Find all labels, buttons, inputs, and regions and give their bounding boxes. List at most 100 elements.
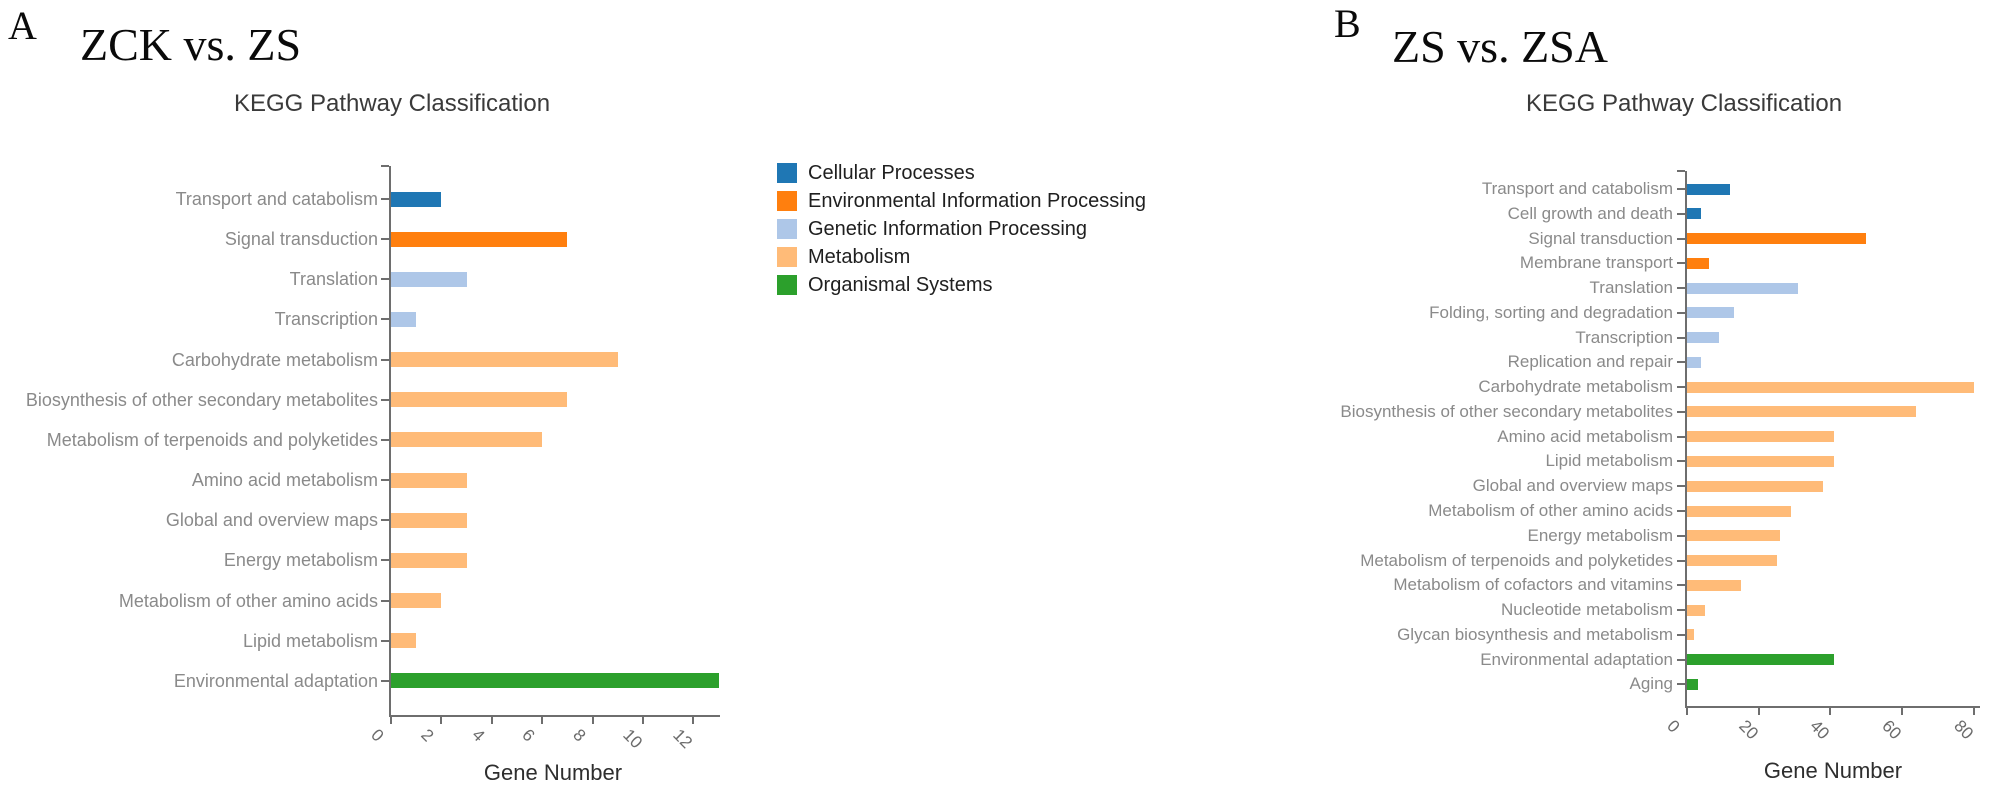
category-label: Aging bbox=[1629, 674, 1673, 694]
bar bbox=[1687, 604, 1705, 616]
category-tick bbox=[1677, 361, 1685, 364]
bar bbox=[391, 633, 417, 649]
x-tick-label: 20 bbox=[1734, 716, 1762, 744]
legend-swatch bbox=[777, 275, 797, 295]
legend-item: Organismal Systems bbox=[777, 275, 1146, 295]
x-axis-tick bbox=[440, 717, 443, 724]
bar bbox=[391, 392, 568, 408]
panel-a-x-axis-label: Gene Number bbox=[483, 760, 623, 785]
x-tick-label: 60 bbox=[1878, 716, 1906, 744]
legend-label: Organismal Systems bbox=[808, 274, 993, 296]
category-label: Replication and repair bbox=[1507, 352, 1673, 372]
x-axis-tick bbox=[390, 717, 392, 724]
category-label: Global and overview maps bbox=[1472, 476, 1673, 496]
category-tick bbox=[381, 679, 389, 682]
bar bbox=[1687, 505, 1791, 517]
category-tick bbox=[381, 238, 389, 241]
category-label: Nucleotide metabolism bbox=[1501, 600, 1673, 620]
category-tick bbox=[1677, 287, 1685, 290]
x-axis-tick bbox=[1901, 708, 1904, 715]
bar bbox=[391, 352, 618, 368]
legend-swatch bbox=[777, 219, 797, 239]
bar bbox=[1687, 455, 1834, 467]
category-tick bbox=[381, 639, 389, 642]
category-label: Transport and catabolism bbox=[175, 189, 378, 209]
category-label: Metabolism of other amino acids bbox=[1428, 501, 1673, 520]
x-tick-label: 2 bbox=[417, 725, 438, 746]
category-label: Signal transduction bbox=[1528, 228, 1673, 248]
x-axis-tick bbox=[692, 717, 695, 724]
bar bbox=[1687, 431, 1834, 443]
category-label: Biosynthesis of other secondary metaboli… bbox=[25, 389, 378, 410]
category-label: Environmental adaptation bbox=[1480, 649, 1673, 669]
category-label: Membrane transport bbox=[1519, 253, 1673, 273]
category-tick bbox=[1677, 485, 1685, 488]
x-axis-line bbox=[1685, 706, 1980, 708]
category-label: Biosynthesis of other secondary metaboli… bbox=[1340, 401, 1673, 421]
legend-swatch bbox=[777, 163, 797, 183]
x-tick-label: 4 bbox=[468, 725, 489, 746]
legend-swatch bbox=[777, 191, 797, 211]
category-tick bbox=[1677, 510, 1685, 512]
x-tick-label: 40 bbox=[1806, 716, 1834, 744]
x-tick-label: 8 bbox=[568, 725, 589, 746]
category-label: Folding, sorting and degradation bbox=[1429, 302, 1673, 322]
bar bbox=[391, 191, 442, 207]
bar bbox=[1687, 233, 1867, 245]
category-label: Translation bbox=[1589, 278, 1673, 298]
category-label: Lipid metabolism bbox=[242, 630, 378, 651]
bar bbox=[1687, 678, 1698, 690]
bar bbox=[1687, 356, 1702, 368]
bar bbox=[1687, 480, 1824, 492]
x-axis-tick bbox=[1829, 708, 1832, 715]
category-label: Amino acid metabolism bbox=[1497, 426, 1673, 446]
category-tick bbox=[1677, 559, 1685, 562]
x-axis-tick bbox=[490, 717, 493, 724]
category-tick bbox=[1677, 311, 1685, 314]
panel-b-x-axis-label: Gene Number bbox=[1763, 758, 1903, 783]
legend-item: Environmental Information Processing bbox=[777, 191, 1146, 211]
x-axis-tick bbox=[642, 717, 644, 724]
y-axis-line bbox=[389, 166, 391, 717]
legend-item: Metabolism bbox=[777, 247, 1146, 267]
category-label: Energy metabolism bbox=[223, 550, 378, 571]
category-tick bbox=[381, 479, 389, 482]
x-tick-label: 0 bbox=[1663, 716, 1684, 737]
category-tick bbox=[1677, 410, 1685, 413]
category-tick bbox=[1677, 212, 1685, 215]
x-axis-line bbox=[389, 715, 720, 717]
legend-label: Cellular Processes bbox=[808, 162, 975, 184]
panel-b-letter: B bbox=[1334, 1, 1361, 46]
category-tick bbox=[381, 519, 389, 522]
category-tick bbox=[1677, 237, 1685, 240]
bar bbox=[391, 432, 543, 448]
bar bbox=[1687, 183, 1731, 195]
x-axis-tick bbox=[1686, 708, 1688, 715]
x-tick-label: 6 bbox=[518, 725, 539, 746]
category-label: Metabolism of cofactors and vitamins bbox=[1393, 575, 1673, 595]
category-label: Transcription bbox=[1575, 327, 1673, 347]
bar bbox=[1687, 307, 1734, 319]
category-tick bbox=[381, 278, 389, 281]
category-tick bbox=[1677, 658, 1685, 661]
category-label: Metabolism of other amino acids bbox=[118, 590, 378, 611]
category-tick bbox=[1677, 584, 1685, 587]
x-axis-tick bbox=[1757, 708, 1760, 715]
category-label: Metabolism of terpenoids and polyketides bbox=[46, 429, 378, 450]
legend-swatch bbox=[777, 247, 797, 267]
x-tick-label: 0 bbox=[367, 725, 388, 746]
legend-label: Genetic Information Processing bbox=[808, 218, 1088, 240]
legend-item: Genetic Information Processing bbox=[777, 219, 1146, 239]
category-tick bbox=[1677, 609, 1685, 612]
category-tick bbox=[1677, 633, 1685, 636]
bar bbox=[391, 271, 467, 287]
category-label: Translation bbox=[289, 269, 378, 290]
bar bbox=[1687, 282, 1799, 294]
panel-a-letter: A bbox=[8, 3, 37, 48]
category-tick bbox=[381, 398, 389, 401]
category-tick bbox=[1677, 386, 1685, 389]
